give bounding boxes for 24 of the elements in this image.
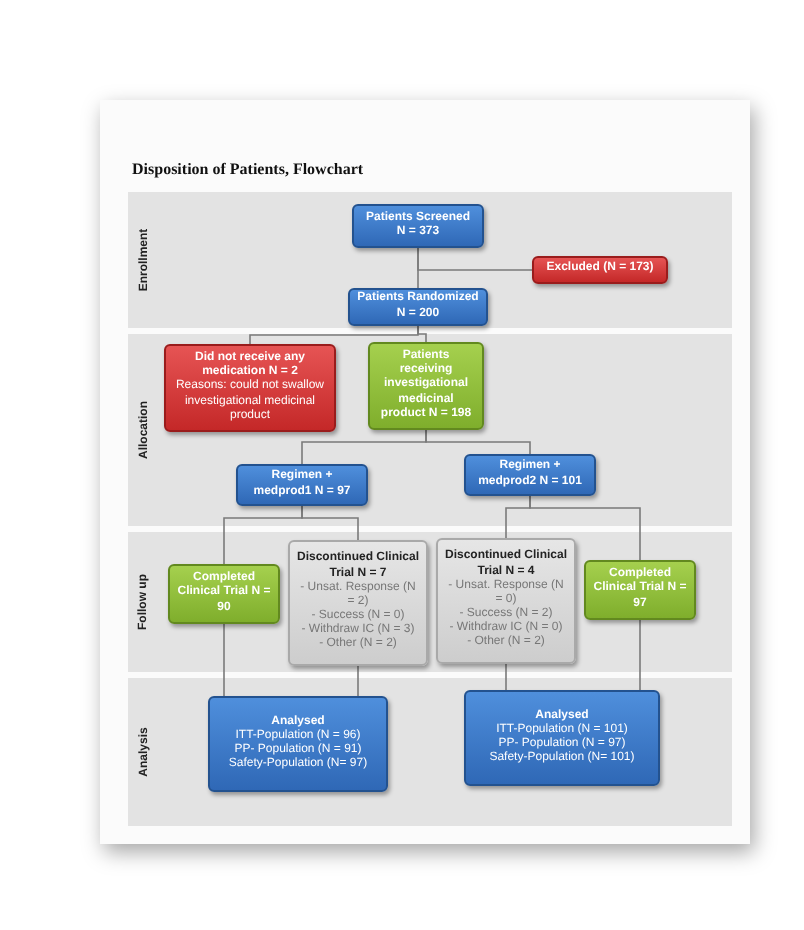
- connector-line: [357, 665, 359, 697]
- exclusion-box: [532, 256, 668, 284]
- connector-line: [529, 495, 641, 561]
- connector-line: [639, 619, 641, 691]
- section-band: [128, 532, 732, 672]
- connector-line: [425, 429, 531, 455]
- process-box: [352, 204, 484, 248]
- section-band: [128, 678, 732, 826]
- connector-line: [301, 505, 359, 541]
- flowchart-title: Disposition of Patients, Flowchart: [132, 160, 364, 178]
- process-box: [464, 690, 660, 786]
- process-box: [464, 454, 596, 496]
- connector-line: [223, 623, 225, 697]
- connector-line: [417, 247, 533, 271]
- process-box: [236, 464, 368, 506]
- process-box: [348, 288, 488, 326]
- connector-line: [505, 663, 507, 691]
- section-band: [128, 334, 732, 526]
- section-band: [128, 192, 732, 328]
- discontinued-box: [288, 540, 428, 666]
- exclusion-box: [164, 344, 336, 432]
- connector-line: [417, 325, 427, 343]
- discontinued-box: [436, 538, 576, 664]
- process-box: [208, 696, 388, 792]
